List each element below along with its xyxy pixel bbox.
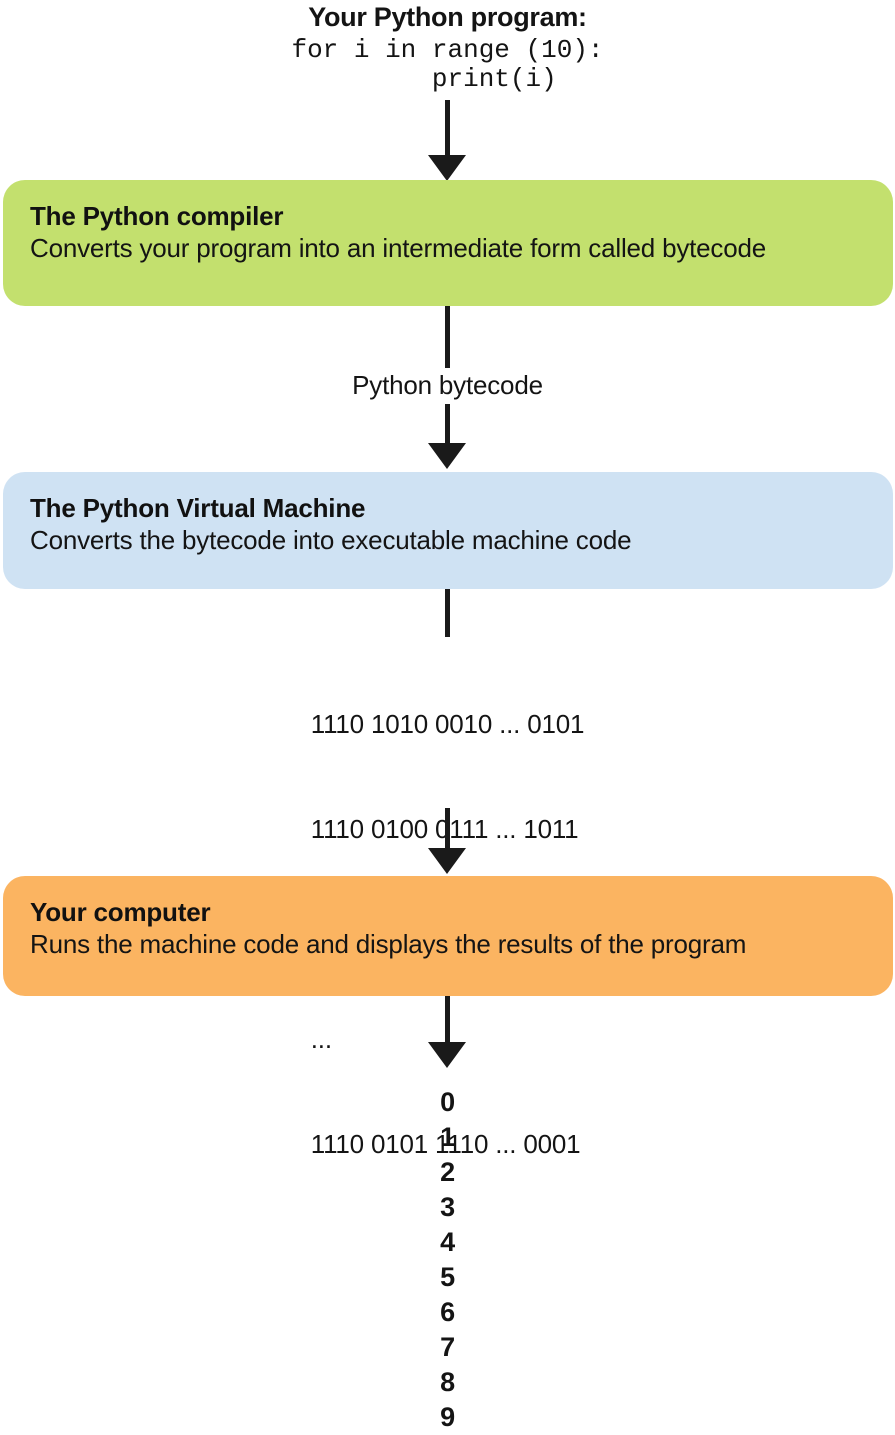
output-line: 8 — [440, 1367, 455, 1397]
stage-box-virtual-machine: The Python Virtual Machine Converts the … — [3, 472, 893, 589]
stage-title-compiler: The Python compiler — [30, 201, 284, 231]
machine-code-line: 1110 0101 1110 ... 0001 — [310, 1129, 581, 1159]
stage-description-compiler: Converts your program into an intermedia… — [30, 233, 766, 263]
machine-code-line: 1110 0100 0111 ... 1011 — [310, 814, 579, 844]
arrowhead-source-to-compiler — [428, 155, 466, 181]
page-title: Your Python program: — [308, 2, 587, 32]
stage-box-compiler: The Python compiler Converts your progra… — [3, 180, 893, 306]
machine-code-ellipsis: ... — [310, 1024, 332, 1054]
source-code-snippet: for i in range (10): print(i) — [291, 35, 604, 94]
program-output-listing: 0 1 2 3 4 5 6 7 8 9 — [0, 1085, 895, 1435]
arrowhead-computer-to-output — [428, 1042, 466, 1068]
stage-description-virtual-machine: Converts the bytecode into executable ma… — [30, 525, 632, 555]
stage-title-your-computer: Your computer — [30, 897, 211, 927]
arrow-line-vm-to-machine-code — [445, 589, 450, 637]
connector-label-bytecode: Python bytecode — [352, 370, 543, 400]
program-source-header: Your Python program: for i in range (10)… — [0, 0, 895, 94]
arrow-line-machine-code-to-computer — [445, 808, 450, 852]
output-line: 5 — [440, 1262, 455, 1292]
arrow-line-computer-to-output — [445, 996, 450, 1046]
stage-box-your-computer: Your computer Runs the machine code and … — [3, 876, 893, 996]
output-line: 6 — [440, 1297, 455, 1327]
output-line: 7 — [440, 1332, 455, 1362]
output-line: 0 — [440, 1087, 455, 1117]
output-line: 2 — [440, 1157, 455, 1187]
machine-code-line: 1110 1010 0010 ... 0101 — [310, 709, 585, 739]
output-line: 1 — [440, 1122, 455, 1152]
stage-title-virtual-machine: The Python Virtual Machine — [30, 493, 366, 523]
arrow-line-source-to-compiler — [445, 100, 450, 160]
arrowhead-bytecode-to-vm — [428, 443, 466, 469]
arrow-line-compiler-to-bytecode — [445, 306, 450, 368]
output-line: 4 — [440, 1227, 455, 1257]
output-line: 9 — [440, 1402, 455, 1432]
stage-description-your-computer: Runs the machine code and displays the r… — [30, 929, 747, 959]
arrowhead-machine-code-to-computer — [428, 848, 466, 874]
output-line: 3 — [440, 1192, 455, 1222]
arrow-line-bytecode-to-vm — [445, 404, 450, 446]
